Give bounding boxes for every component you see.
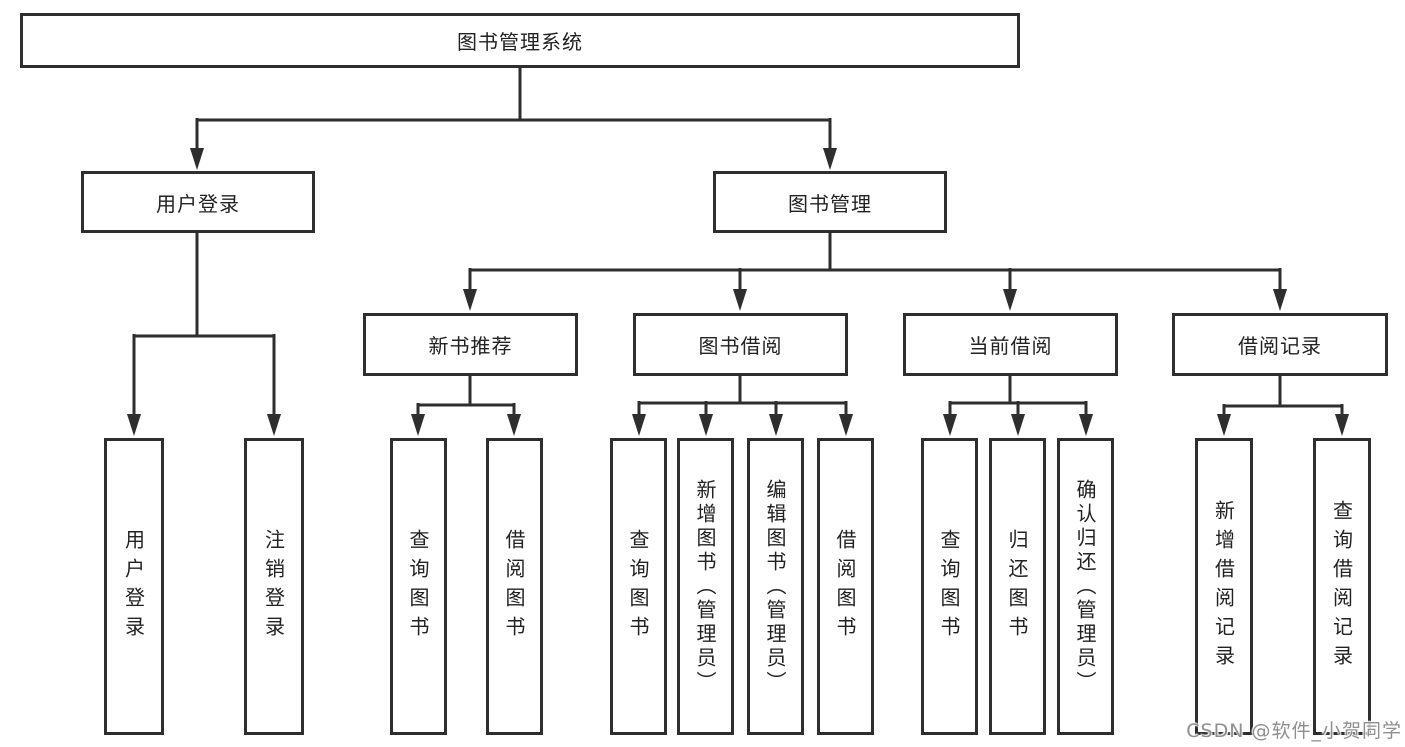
node-book-borrowing: 图书借阅 xyxy=(633,313,848,376)
leaf-confirm-return-admin: 确认归还（管理员） xyxy=(1057,438,1114,735)
connector-borrow-record-group xyxy=(1222,376,1344,414)
node-current-borrowing: 当前借阅 xyxy=(903,313,1118,376)
connector-new-book-group xyxy=(416,376,516,414)
leaf-query-borrow-record: 查询借阅记录 xyxy=(1313,438,1371,735)
node-library-management-system: 图书管理系统 xyxy=(20,13,1020,68)
leaf-add-borrow-record: 新增借阅记录 xyxy=(1195,438,1253,735)
connector-user-login-to-leaves xyxy=(132,233,276,414)
connector-current-borrow-group xyxy=(948,376,1088,414)
leaf-query-books-borrowing: 查询图书 xyxy=(610,438,667,735)
leaf-user-login: 用户登录 xyxy=(104,438,164,735)
leaf-borrow-books: 借阅图书 xyxy=(817,438,874,735)
node-new-book-recommendation: 新书推荐 xyxy=(363,313,578,376)
connector-book-borrow-group xyxy=(637,376,848,414)
leaf-edit-books-admin: 编辑图书（管理员） xyxy=(747,438,804,735)
node-borrowing-records: 借阅记录 xyxy=(1172,313,1388,376)
csdn-watermark: CSDN @软件_小贺同学 xyxy=(1186,720,1402,742)
connector-root-to-level1 xyxy=(195,68,832,150)
arrowheads-leaves xyxy=(127,414,1349,436)
leaf-return-books: 归还图书 xyxy=(989,438,1046,735)
arrowheads-level1 xyxy=(190,148,837,170)
leaf-query-books-current: 查询图书 xyxy=(921,438,978,735)
leaf-add-books-admin: 新增图书（管理员） xyxy=(677,438,734,735)
leaf-query-books-recommend: 查询图书 xyxy=(390,438,447,735)
arrowheads-level2 xyxy=(463,289,1287,311)
connector-book-mgmt-to-level2 xyxy=(468,233,1282,291)
leaf-logout: 注销登录 xyxy=(244,438,304,735)
node-user-login: 用户登录 xyxy=(81,171,315,233)
node-book-management: 图书管理 xyxy=(713,171,947,233)
leaf-borrow-books-recommend: 借阅图书 xyxy=(486,438,543,735)
